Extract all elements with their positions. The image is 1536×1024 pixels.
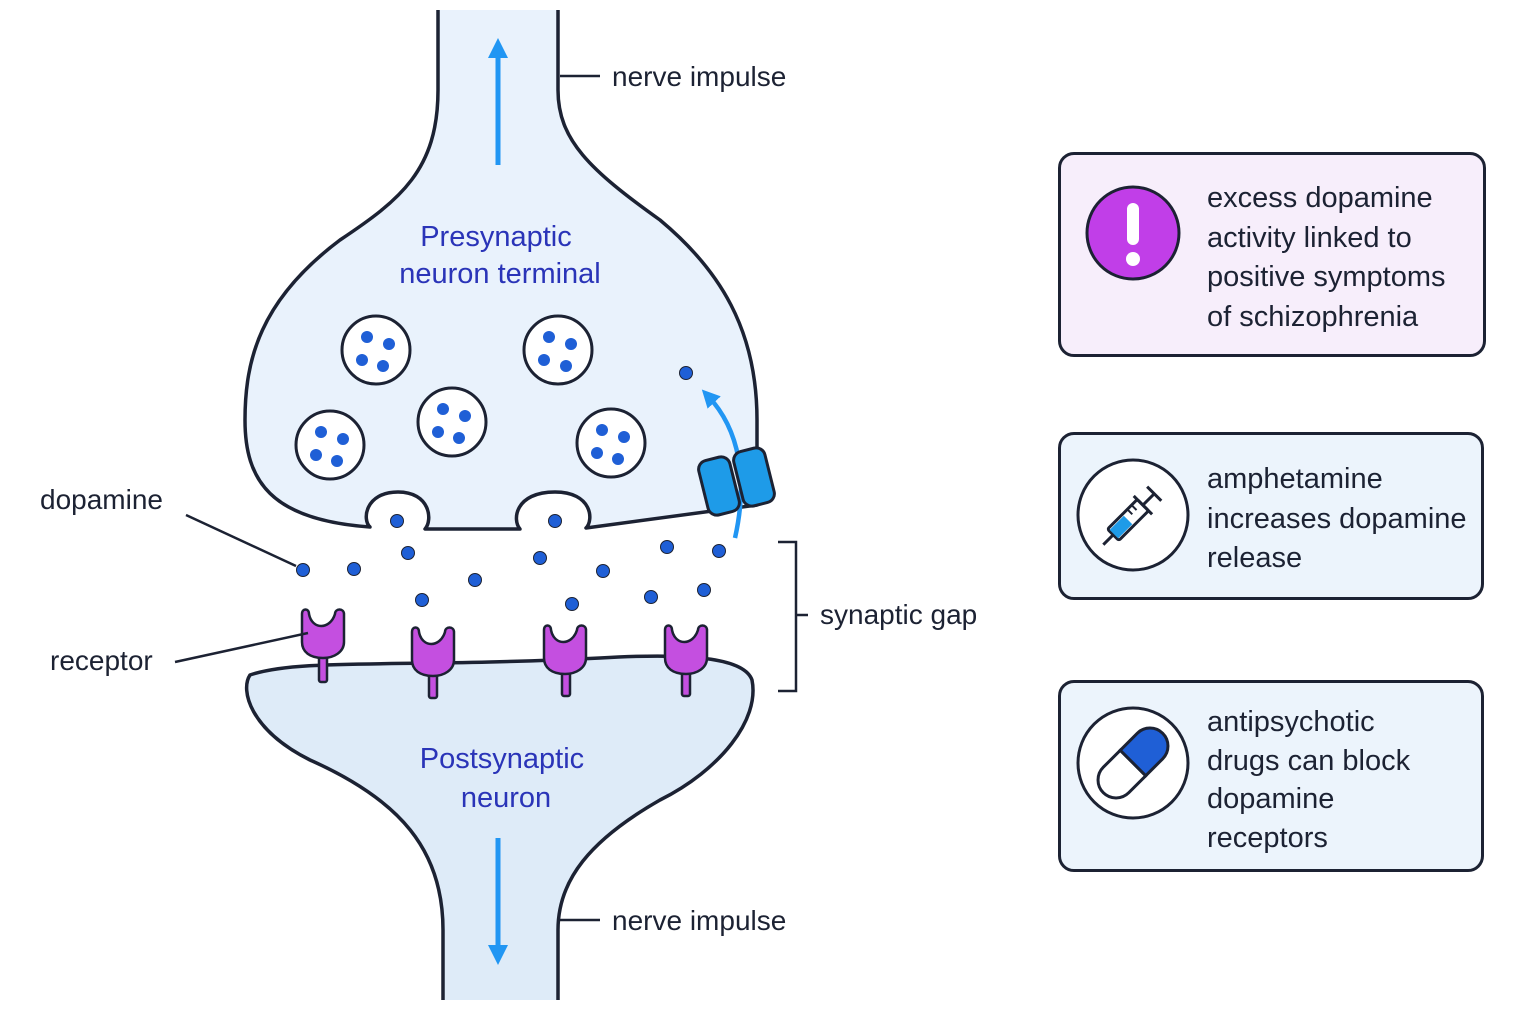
vesicle-dopamine bbox=[310, 331, 630, 467]
antipsychotic-text: antipsychotic drugs can block dopamine r… bbox=[1207, 706, 1411, 854]
amphetamine-card: amphetamine increases dopamine release bbox=[1058, 432, 1484, 600]
vesicle bbox=[416, 386, 488, 458]
postsynaptic-outline bbox=[244, 654, 755, 1000]
vesicle bbox=[575, 407, 647, 479]
leader-lines bbox=[174, 74, 808, 922]
vesicle bbox=[340, 314, 412, 386]
presynaptic-label: Presynaptic neuron terminal bbox=[399, 221, 601, 290]
excess-dopamine-text: excess dopamine activity linked to posit… bbox=[1207, 182, 1446, 333]
amphetamine-text: amphetamine increases dopamine release bbox=[1207, 463, 1467, 574]
synaptic-dopamine bbox=[296, 366, 726, 611]
excess-dopamine-card: excess dopamine activity linked to posit… bbox=[1058, 152, 1486, 357]
presynaptic-terminal bbox=[243, 10, 759, 531]
nerve-impulse-bottom-label: nerve impulse bbox=[612, 905, 786, 936]
syringe-icon bbox=[1076, 458, 1190, 572]
postsynaptic-neuron bbox=[246, 656, 754, 1000]
receptor bbox=[410, 626, 456, 700]
antipsychotic-card: antipsychotic drugs can block dopamine r… bbox=[1058, 680, 1484, 872]
receptor-label: receptor bbox=[50, 645, 153, 676]
vesicle bbox=[294, 409, 366, 481]
receptor bbox=[663, 624, 709, 698]
exclamation-icon bbox=[1085, 185, 1181, 281]
vesicle bbox=[522, 314, 594, 386]
vesicles bbox=[294, 314, 647, 481]
nerve-impulse-top-label: nerve impulse bbox=[612, 61, 786, 92]
receptors bbox=[300, 608, 709, 700]
postsynaptic-label: Postsynaptic neuron bbox=[420, 743, 592, 814]
receptor bbox=[542, 624, 588, 698]
dopamine-transporter bbox=[697, 446, 776, 517]
synaptic-gap-label: synaptic gap bbox=[820, 599, 977, 630]
receptor bbox=[300, 608, 346, 684]
dopamine-label: dopamine bbox=[40, 484, 163, 515]
pill-icon bbox=[1076, 706, 1190, 820]
